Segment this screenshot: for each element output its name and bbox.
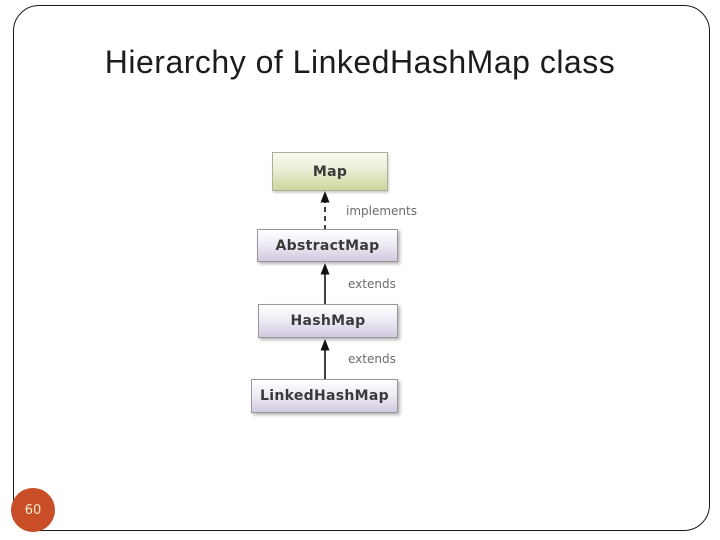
slide-title: Hierarchy of LinkedHashMap class	[104, 44, 616, 80]
edge-label-implements: implements	[346, 204, 417, 218]
node-abstractmap-label: AbstractMap	[275, 237, 380, 254]
page-number: 60	[24, 502, 42, 518]
node-map: Map	[272, 152, 388, 191]
slide-border	[13, 5, 710, 531]
node-abstractmap: AbstractMap	[257, 229, 398, 262]
class-hierarchy-diagram: Map implements AbstractMap extends HashM…	[230, 130, 490, 430]
edge-label-extends-upper: extends	[348, 277, 396, 291]
arrows-layer	[320, 191, 330, 380]
implements-arrow-dashed	[320, 191, 330, 230]
node-map-label: Map	[312, 163, 348, 180]
node-hashmap: HashMap	[258, 304, 398, 338]
extends-arrow-lower	[320, 339, 330, 380]
extends-arrow-upper	[320, 263, 330, 305]
node-hashmap-label: HashMap	[290, 313, 366, 329]
node-linkedhashmap-label: LinkedHashMap	[260, 388, 389, 404]
node-linkedhashmap: LinkedHashMap	[251, 379, 398, 413]
edge-label-extends-lower: extends	[348, 352, 396, 366]
page-number-badge: 60	[11, 488, 55, 532]
